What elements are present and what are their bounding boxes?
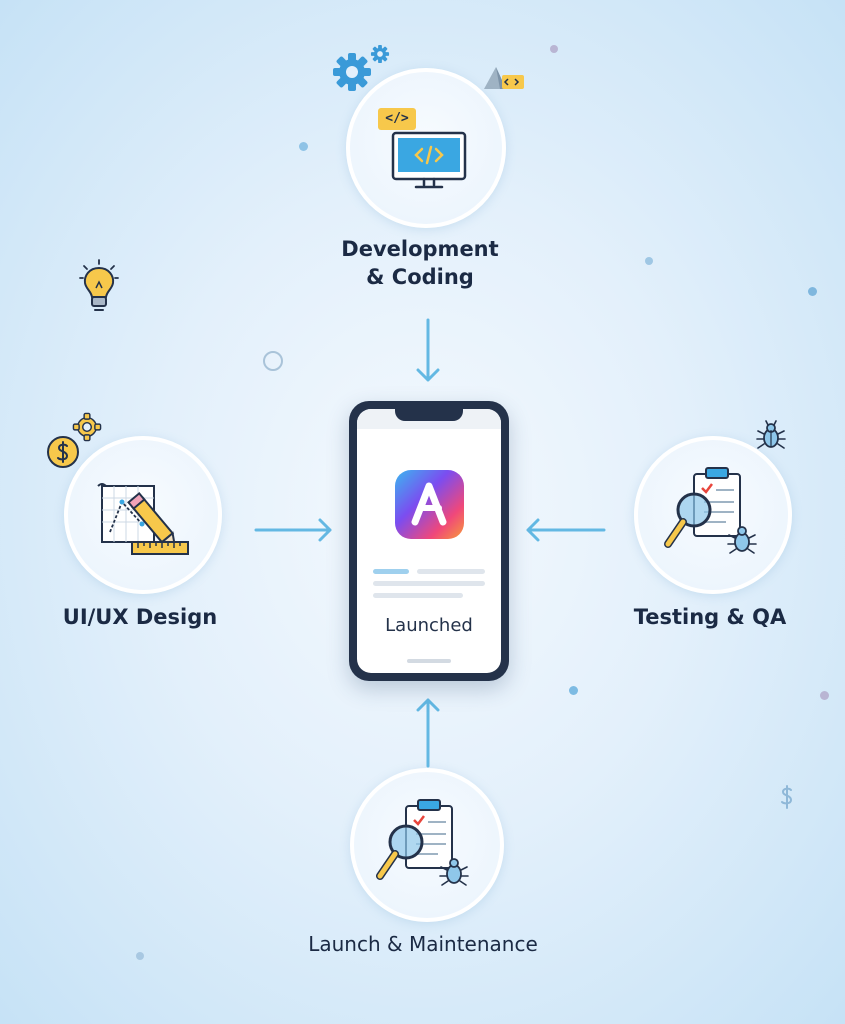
launched-status-text: Launched <box>385 615 473 636</box>
decor-dot <box>136 952 144 960</box>
placeholder-line <box>373 569 409 574</box>
placeholder-line <box>373 593 463 598</box>
arrow-up-from-launch <box>414 696 442 768</box>
phone-screen: Launched <box>357 409 501 673</box>
launch-stage-label: Launch & Maintenance <box>308 932 538 956</box>
testing-stage-label: Testing & QA <box>633 605 787 629</box>
app-logo-icon <box>395 470 464 539</box>
arrow-left-from-testing <box>524 516 606 544</box>
phone-notch <box>395 409 463 421</box>
placeholder-line <box>373 581 485 586</box>
code-monitor-icon <box>390 130 468 192</box>
magnifier-clipboard-icon <box>372 796 476 892</box>
code-tag: </> <box>378 108 416 130</box>
lightbulb-icon <box>76 258 122 314</box>
dollar-coin-icon <box>46 435 80 469</box>
design-pencil-ruler-icon <box>96 480 192 560</box>
decor-dot <box>569 686 578 695</box>
development-stage-label: Development & Coding <box>341 237 499 289</box>
magnifier-clipboard-icon <box>660 464 764 560</box>
dollar-sign-icon <box>778 783 796 811</box>
decor-dot <box>550 45 558 53</box>
decor-dot <box>808 287 817 296</box>
design-stage-label: UI/UX Design <box>62 605 218 629</box>
gear-icon <box>370 44 390 64</box>
home-indicator <box>407 659 451 663</box>
arrow-right-from-design <box>254 516 334 544</box>
pyramid-code-icon <box>482 63 526 93</box>
bug-icon <box>755 420 787 452</box>
arrow-down-from-development <box>414 318 442 384</box>
phone-device: Launched <box>349 401 509 681</box>
decor-dot <box>820 691 829 700</box>
gear-icon <box>72 412 102 442</box>
decor-dot <box>645 257 653 265</box>
gear-icon <box>331 51 373 93</box>
decor-ring <box>263 351 283 371</box>
placeholder-line <box>417 569 485 574</box>
decor-dot <box>299 142 308 151</box>
